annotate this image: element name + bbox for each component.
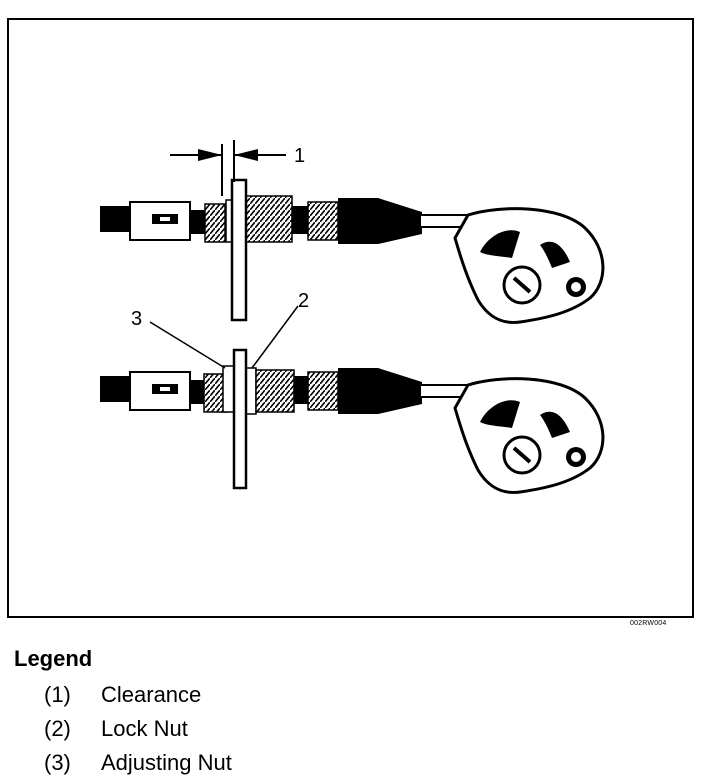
brake-lever-bottom <box>453 377 605 494</box>
leader-lines <box>149 305 299 369</box>
figure-code: 002RW004 <box>630 620 667 627</box>
legend-label: Adjusting Nut <box>101 750 232 775</box>
legend-item-adjusting-nut: (3) Adjusting Nut <box>44 750 232 776</box>
legend-number: (1) <box>44 682 71 707</box>
cable-adjustment-diagram: 1 2 3 <box>100 140 605 494</box>
callout-3: 3 <box>131 308 142 330</box>
legend-label: Clearance <box>101 682 202 707</box>
cable-assembly-bottom <box>100 365 471 415</box>
legend-number: (3) <box>44 750 71 775</box>
brake-lever-top <box>453 207 605 324</box>
legend-title: Legend <box>14 646 93 671</box>
callout-2: 2 <box>298 290 309 312</box>
bracket-plate-bottom <box>232 348 248 490</box>
legend-label: Lock Nut <box>101 716 188 741</box>
legend-item-lock-nut: (2) Lock Nut <box>44 716 188 742</box>
legend-item-clearance: (1) Clearance <box>44 682 201 708</box>
clearance-dimension <box>170 149 286 161</box>
legend-number: (2) <box>44 716 71 741</box>
cable-assembly-top <box>100 195 471 244</box>
figure-frame <box>7 18 694 618</box>
bracket-plate-top <box>221 140 248 322</box>
callout-1: 1 <box>294 145 305 167</box>
